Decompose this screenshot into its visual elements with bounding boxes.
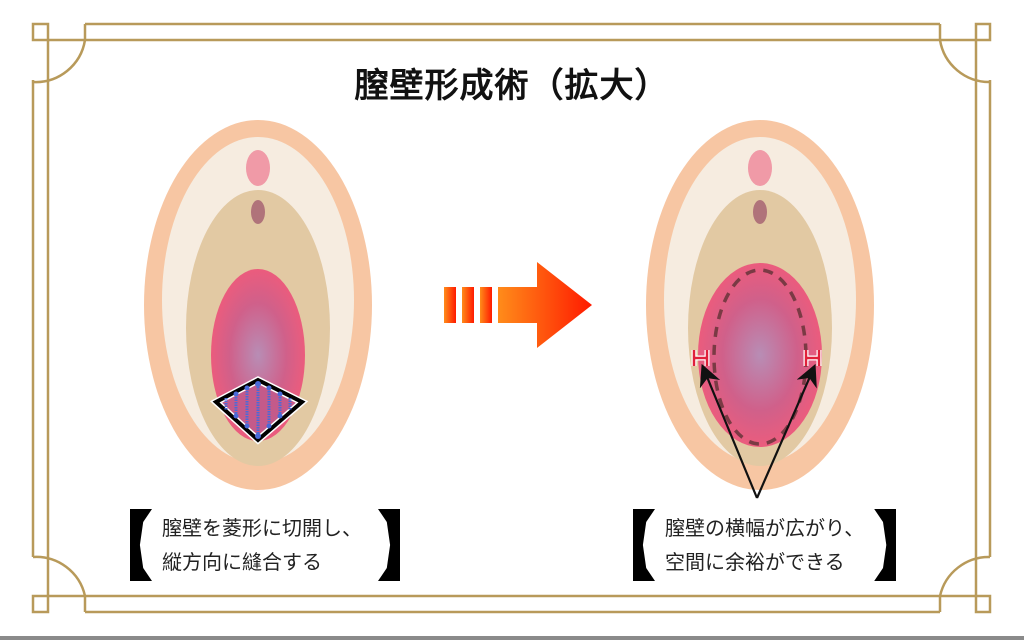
left-bracket-close xyxy=(378,509,400,581)
left-bracket-open xyxy=(130,509,152,581)
right-arrow-icon xyxy=(444,262,592,348)
right-anatomy-illustration xyxy=(646,120,874,499)
widened-mucosa xyxy=(698,263,822,447)
diamond-incision xyxy=(209,376,309,445)
right-bracket-open xyxy=(633,509,655,581)
pointer-arrows xyxy=(699,363,817,499)
right-caption-line1: 膣壁の横幅が広がり、 xyxy=(665,516,865,540)
lower-spot xyxy=(251,200,265,224)
upper-spot xyxy=(246,150,270,186)
left-caption-line2: 縦方向に縫合する xyxy=(162,550,322,574)
right-caption-line2: 空間に余裕ができる xyxy=(665,550,845,574)
bottom-edge-bar xyxy=(0,636,1024,640)
page-title: 膣壁形成術（拡大） xyxy=(354,66,670,106)
right-bracket-close xyxy=(874,509,897,581)
left-caption-line1: 膣壁を菱形に切開し、 xyxy=(162,516,362,540)
left-anatomy-illustration xyxy=(144,120,372,490)
left-caption: 膣壁を菱形に切開し、 縦方向に縫合する xyxy=(130,509,400,581)
right-caption: 膣壁の横幅が広がり、 空間に余裕ができる xyxy=(633,509,897,581)
